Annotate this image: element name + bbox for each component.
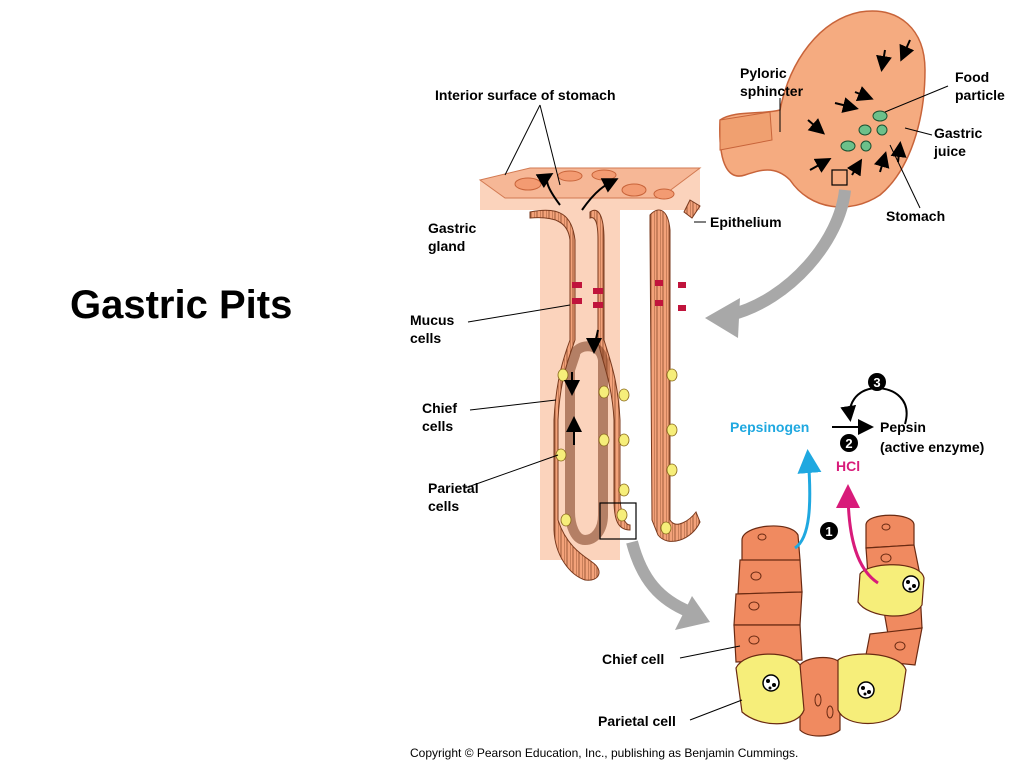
gastric-pit-section [478,167,702,581]
label-gastric-juice-2: juice [933,143,966,159]
label-stomach: Stomach [886,208,945,224]
svg-text:2: 2 [845,436,852,451]
label-food-1: Food [955,69,989,85]
step-badge-2: 2 [840,434,858,452]
label-parietal-cells-2: cells [428,498,459,514]
label-gastric-gland-2: gland [428,238,465,254]
label-parietal-cell: Parietal cell [598,713,676,729]
label-pyloric-2: sphincter [740,83,804,99]
label-epithelium: Epithelium [710,214,782,230]
gland-to-cells-arrow [626,540,693,618]
food-particles [840,110,888,152]
label-pepsin: Pepsin [880,419,926,435]
mucus-cells [572,280,686,311]
mucosa-background [480,168,700,560]
step-badge-1: 1 [820,522,838,540]
svg-text:1: 1 [825,524,832,539]
label-mucus-cells-1: Mucus [410,312,455,328]
label-food-2: particle [955,87,1005,103]
label-chief-cells-1: Chief [422,400,457,416]
slide-title: Gastric Pits [70,283,293,327]
label-chief-cells-2: cells [422,418,453,434]
label-parietal-cells-1: Parietal [428,480,479,496]
step-badge-3: 3 [868,373,886,391]
label-active-enzyme: (active enzyme) [880,439,984,455]
chief-cells-left [733,525,803,663]
label-mucus-cells-2: cells [410,330,441,346]
label-interior-surface: Interior surface of stomach [435,87,616,103]
label-hcl: HCl [836,458,860,474]
parietal-cells-small [555,368,678,535]
stomach-to-pit-arrow [728,189,851,321]
stomach-body [719,10,926,208]
hcl-arrow [836,484,879,585]
zoom-box-gland [599,502,637,540]
label-pyloric-1: Pyloric [740,65,787,81]
gastric-juice-arrows [807,39,915,177]
parietal-cells-large [735,564,925,725]
zoom-box-stomach [831,169,848,186]
copyright-notice: Copyright © Pearson Education, Inc., pub… [410,746,799,760]
pepsinogen-arrow [794,449,822,550]
label-chief-cell: Chief cell [602,651,664,667]
label-pepsinogen: Pepsinogen [730,419,809,435]
pyloric-sphincter [719,111,773,151]
zoomed-gland-cells [733,386,925,737]
svg-text:3: 3 [873,375,880,390]
label-gastric-gland-1: Gastric [428,220,476,236]
stomach-illustration [719,10,949,209]
label-gastric-juice-1: Gastric [934,125,982,141]
